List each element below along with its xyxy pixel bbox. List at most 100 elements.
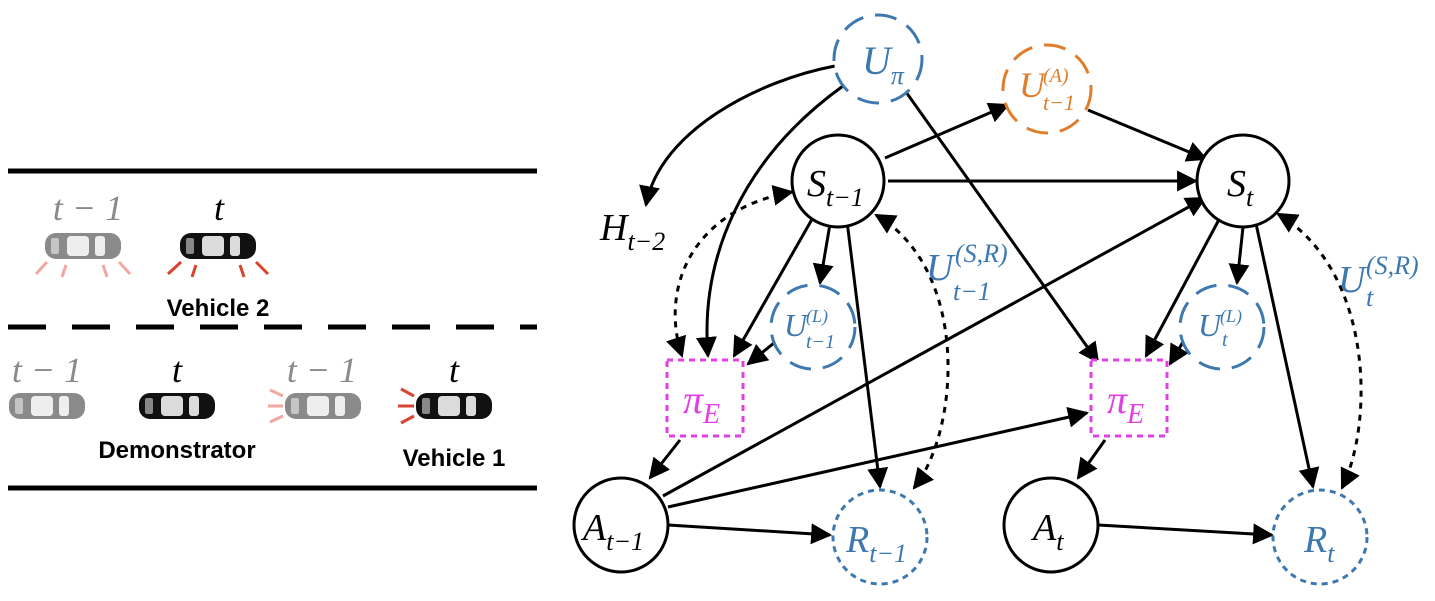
a-t-sub: t (1056, 527, 1064, 556)
svg-text:Uπ: Uπ (862, 38, 905, 90)
road-scene: t − 1 t Vehicle 2 t − 1 t Demonstrator (8, 168, 537, 491)
svg-text:Rt: Rt (1303, 519, 1335, 568)
pi-e-t-main: π (1107, 377, 1128, 422)
edge-sprev-to-ua (884, 102, 1010, 160)
r-t-sub: t (1327, 539, 1335, 568)
vehicle1-label: Vehicle 1 (403, 445, 506, 472)
node-u-pi: Uπ (832, 13, 924, 105)
node-u-a: U (A) t−1 (1001, 43, 1093, 135)
r-t-main: R (1303, 519, 1327, 561)
u-sr-prev-sup: (S,R) (955, 239, 1008, 268)
edge-pie-t-to-a-t (1076, 439, 1107, 480)
node-a-prev: At−1 (572, 476, 670, 574)
node-u-l-prev: U (L) t−1 (769, 283, 857, 371)
edge-pie-prev-to-a-prev (648, 439, 682, 480)
vehicle2-prev-time-label: t − 1 (53, 188, 123, 228)
u-a-sup: (A) (1043, 65, 1069, 87)
s-t-sub: t (1246, 183, 1254, 212)
edge-aprev-to-r-prev (667, 523, 833, 545)
edge-st-to-r-t-dashed (1276, 212, 1363, 490)
svg-text:Ht−2: Ht−2 (599, 207, 665, 256)
edge-sprev-to-r-prev (845, 220, 889, 490)
node-u-sr-t: U (S,R) t (1338, 251, 1419, 312)
vehicle1-prev-signal-marks (268, 388, 284, 424)
a-prev-sub: t−1 (606, 527, 644, 556)
pi-e-prev-sub: E (702, 399, 720, 430)
vehicle1-prev-car-icon (285, 393, 361, 419)
edge-sprev-to-ul-prev (812, 217, 834, 286)
svg-text:πE: πE (683, 377, 720, 430)
node-pi-e-prev: πE (665, 358, 745, 438)
svg-text:U: U (1019, 65, 1047, 105)
vehicle2-time-label: t (214, 188, 225, 228)
u-sr-t-main: U (1338, 259, 1368, 301)
u-pi-sub: π (891, 61, 905, 90)
svg-text:St: St (1227, 163, 1254, 212)
svg-text:Rt−1: Rt−1 (845, 519, 907, 568)
u-a-main: U (1019, 65, 1047, 105)
edge-st-to-r-t (1253, 218, 1320, 490)
graph-edges (639, 64, 1363, 545)
s-t-main: S (1227, 163, 1246, 205)
r-prev-sub: t−1 (869, 539, 907, 568)
svg-text:πE: πE (1107, 377, 1144, 430)
edge-aprev-to-st (662, 196, 1207, 498)
vehicle1-time-label: t (449, 350, 460, 390)
vehicle1-signal-marks (398, 387, 415, 425)
a-prev-main: A (580, 507, 607, 549)
node-a-t: At (1002, 476, 1100, 574)
svg-text:At: At (1030, 507, 1064, 556)
vehicle2-car-icon (180, 233, 256, 259)
demonstrator-label: Demonstrator (98, 437, 255, 464)
demonstrator-time-label: t (172, 350, 183, 390)
node-r-prev: Rt−1 (831, 488, 929, 586)
demonstrator-prev-car-icon (9, 393, 85, 419)
u-l-prev-main: U (784, 307, 809, 343)
edge-at-to-r-t (1097, 523, 1275, 545)
u-l-prev-sup: (L) (806, 306, 828, 327)
edge-upi-to-pie-t (904, 91, 1100, 364)
vehicle2-prev-signal-marks (34, 260, 132, 278)
demonstrator-prev-time-label: t − 1 (12, 350, 82, 390)
svg-text:St−1: St−1 (807, 163, 864, 212)
node-pi-e-t: πE (1089, 358, 1169, 438)
edge-h-to-pie-prev-dashed (666, 184, 795, 358)
node-u-l-t: U (L) t (1178, 283, 1266, 371)
h-sub: t−2 (627, 227, 665, 256)
vehicle2-label: Vehicle 2 (167, 295, 270, 322)
r-prev-main: R (845, 519, 869, 561)
demonstrator-car-icon (139, 393, 215, 419)
h-main: H (599, 207, 630, 249)
vehicle1-car-icon (416, 393, 492, 419)
vehicle2-prev-car-icon (45, 233, 121, 259)
edge-upi-to-h (639, 64, 836, 208)
u-a-sub: t−1 (1043, 90, 1075, 115)
vehicle2-signal-marks (166, 260, 270, 278)
s-prev-sub: t−1 (826, 183, 864, 212)
s-prev-main: S (807, 163, 826, 205)
u-sr-t-sub: t (1366, 283, 1374, 312)
node-s-prev: St−1 (790, 133, 886, 229)
u-pi-main: U (862, 38, 894, 83)
u-l-prev-sub: t−1 (806, 331, 835, 353)
node-u-sr-prev: U (S,R) t−1 (926, 239, 1008, 306)
node-s-t: St (1195, 133, 1291, 229)
edge-ua-to-st (1087, 108, 1208, 162)
u-sr-t-sup: (S,R) (1366, 251, 1419, 280)
edge-st-to-pie-t (1144, 213, 1224, 358)
u-l-t-sup: (L) (1220, 306, 1242, 327)
pi-e-t-sub: E (1126, 399, 1144, 430)
a-t-main: A (1030, 507, 1057, 549)
vehicle1-prev-time-label: t − 1 (287, 350, 357, 390)
edge-sprev-to-r-prev-dashed (874, 213, 950, 490)
u-sr-prev-sub: t−1 (953, 277, 991, 306)
u-l-t-main: U (1198, 307, 1223, 343)
svg-text:At−1: At−1 (580, 507, 644, 556)
u-l-t-sub: t (1222, 329, 1228, 351)
node-h: Ht−2 (599, 207, 665, 256)
u-sr-prev-main: U (926, 247, 956, 289)
node-r-t: Rt (1271, 488, 1369, 586)
pi-e-prev-main: π (683, 377, 704, 422)
